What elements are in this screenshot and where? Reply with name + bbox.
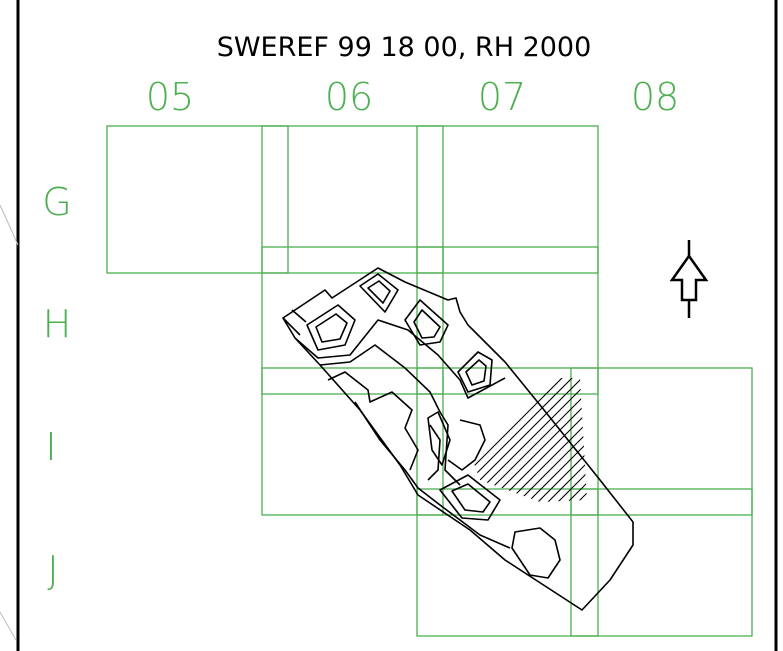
grid-tile-g05[interactable] xyxy=(106,125,289,274)
row-label-i: I xyxy=(45,425,56,469)
sheet-title: SWEREF 99 18 00, RH 2000 xyxy=(217,32,592,63)
plan-linework xyxy=(282,267,634,611)
plan-room-3 xyxy=(404,299,449,346)
plan-room-6 xyxy=(427,411,451,466)
plan-blob-shape xyxy=(511,527,561,579)
column-label-05: 05 xyxy=(146,75,194,119)
plan-inner-wall-5 xyxy=(447,419,486,471)
grid-tile-g07[interactable] xyxy=(416,125,599,274)
plan-room-3-inner xyxy=(413,309,441,339)
plan-room-1 xyxy=(306,304,356,351)
grid-tile-g06[interactable] xyxy=(261,125,444,274)
grid-tile-j07[interactable] xyxy=(416,488,599,637)
plan-room-2 xyxy=(359,273,399,313)
outer-diagonal-mark xyxy=(0,204,19,246)
sheet-index-grid xyxy=(106,125,753,637)
column-label-07: 07 xyxy=(478,75,526,119)
plan-room-1-inner xyxy=(315,313,348,343)
grid-tile-i07[interactable] xyxy=(416,367,599,516)
row-label-h: H xyxy=(43,302,72,346)
north-arrow-icon xyxy=(669,240,709,318)
row-label-g: G xyxy=(42,180,71,224)
plan-room-2-inner xyxy=(367,280,391,304)
plan-room-5 xyxy=(439,474,501,521)
plan-room-4-inner xyxy=(465,359,487,386)
plan-inner-wall-3 xyxy=(327,371,419,471)
column-label-08: 08 xyxy=(631,75,679,119)
hatched-area xyxy=(462,378,587,502)
grid-tile-h07[interactable] xyxy=(416,246,599,395)
plan-inner-wall-6 xyxy=(427,424,441,481)
plan-inner-wall-4 xyxy=(354,401,511,549)
plan-room-4 xyxy=(457,351,493,393)
grid-tile-i06[interactable] xyxy=(261,367,444,516)
grid-tile-j08[interactable] xyxy=(570,488,753,637)
plan-inner-wall-1 xyxy=(294,319,506,399)
outer-diagonal-mark-lower xyxy=(0,611,17,641)
plan-corner-cross xyxy=(282,309,307,336)
row-label-j: J xyxy=(47,548,58,592)
plan-room-5-inner xyxy=(451,483,491,513)
column-label-06: 06 xyxy=(325,75,373,119)
grid-tile-i08[interactable] xyxy=(570,367,753,516)
